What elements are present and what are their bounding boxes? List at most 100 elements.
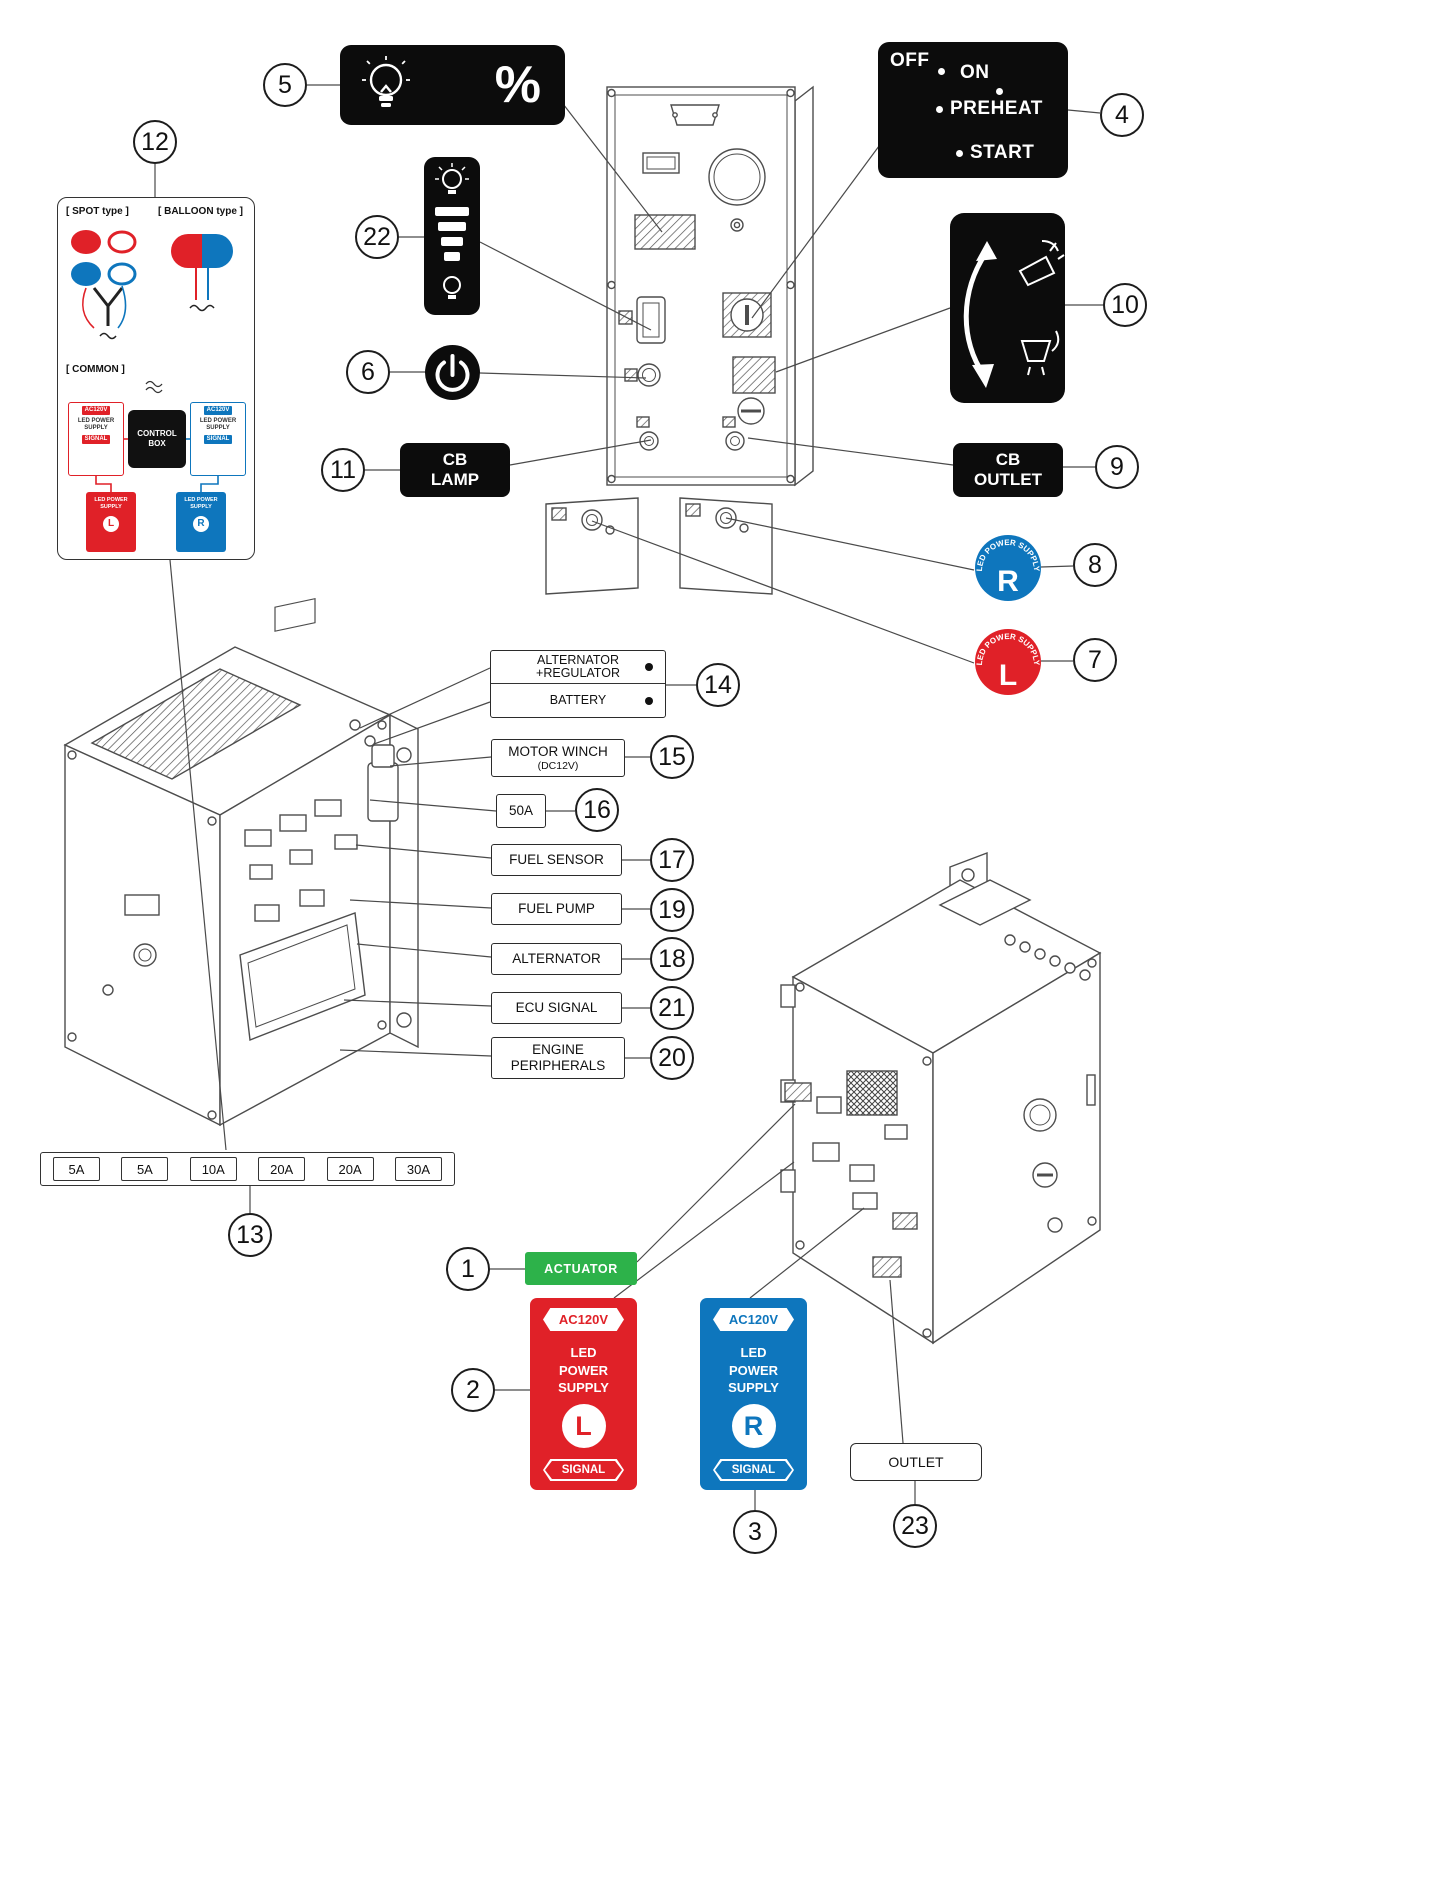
callout-8: 8 — [1073, 543, 1117, 587]
motor-winch-label: MOTOR WINCH (DC12V) — [491, 739, 625, 777]
callout-number: 11 — [330, 455, 356, 484]
callout-10: 10 — [1103, 283, 1147, 327]
ignition-dot — [936, 106, 943, 113]
callout-20: 20 — [650, 1036, 694, 1080]
callout-5: 5 — [263, 63, 307, 107]
supply-name: LED POWER SUPPLY — [700, 1344, 807, 1397]
signal-chevron-inner — [545, 1461, 622, 1479]
callout-14: 14 — [696, 663, 740, 707]
lamp-tilt-icon — [963, 240, 1065, 388]
raise-lamp-icon — [1018, 240, 1065, 287]
ignition-start-label: START — [970, 142, 1035, 163]
motor-winch-sub: (DC12V) — [537, 759, 579, 772]
control-box-interior-drawing — [63, 597, 419, 1127]
supply-name-line3: SUPPLY — [558, 1380, 609, 1396]
percent-symbol: % — [494, 56, 541, 114]
alternator-regulator-battery-label: ALTERNATOR +REGULATOR BATTERY — [490, 650, 666, 718]
common-supply-r: LED POWER SUPPLY R — [176, 492, 226, 552]
callout-4: 4 — [1100, 93, 1144, 137]
control-box-line1: CONTROL — [137, 429, 177, 438]
fuse-ratings-strip: 5A 5A 10A 20A 20A 30A — [40, 1152, 455, 1186]
indicator-dot — [645, 663, 653, 671]
callout-22: 22 — [355, 215, 399, 259]
alt-reg-line2: +REGULATOR — [536, 666, 620, 680]
outlet-label: OUTLET — [850, 1443, 982, 1481]
alternator-text: ALTERNATOR — [512, 951, 601, 967]
callout-number: 10 — [1111, 290, 1139, 319]
ac120v-chevron: AC120V — [713, 1308, 794, 1331]
cb-outlet-line2: OUTLET — [974, 470, 1042, 489]
supply-name-line3: SUPPLY — [728, 1380, 779, 1396]
alternator-label: ALTERNATOR — [491, 943, 622, 975]
lamp-tilt-label — [950, 213, 1065, 403]
callout-17: 17 — [650, 838, 694, 882]
ac120v-chevron: AC120V — [543, 1308, 624, 1331]
fuse-rating-label: 20A — [326, 1157, 374, 1181]
dimmer-scale-label — [424, 157, 480, 315]
ignition-positions-label: OFF ON PREHEAT START — [878, 42, 1068, 178]
led-power-supply-text: LED POWER SUPPLY — [199, 418, 237, 432]
leader-line — [1067, 109, 1101, 114]
fuse-rating-label: 20A — [258, 1157, 306, 1181]
ignition-off-label: OFF — [890, 50, 930, 71]
fuse-rating-label: 30A — [394, 1157, 442, 1181]
led-power-supply-r-sticker: AC120V LED POWER SUPPLY R SIGNAL — [700, 1298, 807, 1490]
ecu-signal-label: ECU SIGNAL — [491, 992, 622, 1024]
control-box-rear-drawing — [780, 851, 1102, 1345]
callout-number: 20 — [658, 1043, 686, 1072]
ac120v-tag: AC120V — [203, 406, 233, 415]
common-right-supply-io: AC120V LED POWER SUPPLY SIGNAL — [190, 402, 246, 476]
battery-text: BATTERY — [549, 692, 607, 707]
supply-name-line2: POWER — [558, 1362, 609, 1378]
alt-reg-line1: ALTERNATOR — [537, 652, 619, 667]
supply-letter-badge: L — [561, 1404, 606, 1448]
callout-18: 18 — [650, 937, 694, 981]
supply-name: LED POWER SUPPLY — [530, 1344, 637, 1397]
signal-text: SIGNAL — [731, 1464, 776, 1476]
engine-peripherals-label: ENGINE PERIPHERALS — [491, 1037, 625, 1079]
fuse-rating-label: 5A — [53, 1157, 100, 1181]
cb-lamp-line2: LAMP — [430, 470, 480, 489]
ecu-signal-text: ECU SIGNAL — [515, 1000, 598, 1016]
ignition-dot — [938, 68, 945, 75]
common-wires — [95, 380, 219, 492]
lamp-percent-label: % — [340, 45, 565, 125]
led-power-supply-l-badge: LED POWER SUPPLY L — [975, 629, 1041, 695]
ac120v-tag: AC120V — [81, 406, 111, 415]
engine-line1: ENGINE — [532, 1042, 584, 1058]
ignition-preheat-label: PREHEAT — [950, 98, 1043, 119]
signal-chevron: SIGNAL — [543, 1459, 624, 1481]
callout-13: 13 — [228, 1213, 272, 1257]
control-box-line2: BOX — [148, 439, 166, 448]
callout-3: 3 — [733, 1510, 777, 1554]
ac120v-text: AC120V — [558, 1312, 609, 1327]
callout-21: 21 — [650, 986, 694, 1030]
fuel-pump-text: FUEL PUMP — [518, 901, 595, 917]
callout-16: 16 — [575, 788, 619, 832]
front-panel-drawing — [606, 85, 814, 487]
cb-lamp-label: CB LAMP — [400, 443, 510, 497]
callout-19: 19 — [650, 888, 694, 932]
callout-number: 5 — [278, 70, 292, 99]
badge-r-letter: R — [997, 565, 1019, 598]
power-symbol-icon — [435, 354, 470, 392]
callout-number: 2 — [466, 1375, 480, 1404]
callout-2: 2 — [451, 1368, 495, 1412]
indicator-dot — [645, 696, 653, 705]
led-power-supply-l-sticker: AC120V LED POWER SUPPLY L SIGNAL — [530, 1298, 637, 1490]
battery-row: BATTERY — [491, 684, 665, 717]
led-power-supply-text: LED POWER SUPPLY — [77, 418, 115, 432]
callout-12: 12 — [133, 120, 177, 164]
curved-arrow-icon — [963, 251, 989, 377]
ac120v-text: AC120V — [728, 1312, 779, 1327]
balloon-type-title: [ BALLOON type ] — [158, 206, 243, 217]
led-power-supply-r-badge: LED POWER SUPPLY R — [975, 535, 1041, 601]
fuse-rating-label: 10A — [189, 1157, 237, 1181]
callout-number: 8 — [1088, 550, 1102, 579]
lower-lamp-icon — [1020, 330, 1060, 376]
fuse-50a-text: 50A — [508, 803, 534, 819]
alternator-regulator-row: ALTERNATOR +REGULATOR — [491, 651, 665, 684]
ignition-dot — [956, 150, 963, 157]
common-wiring-diagram: AC120V LED POWER SUPPLY SIGNAL CONTROL B… — [62, 380, 250, 556]
callout-number: 23 — [901, 1511, 929, 1540]
